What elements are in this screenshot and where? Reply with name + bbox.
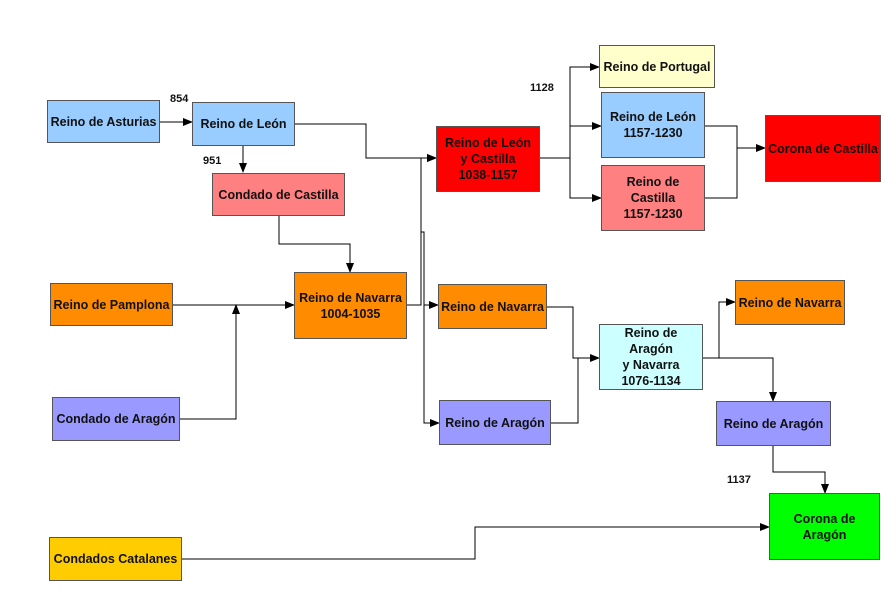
year-label-951: 951: [203, 155, 222, 167]
connector-aragon-navarra-aragon-right: [719, 357, 777, 402]
node-reino-leon: Reino de León: [192, 102, 295, 146]
connector-leon-castilla-portugal: [540, 63, 600, 159]
connector-leon-1157-corona-castilla: [705, 125, 766, 152]
connector-condado-aragon-navarra: [180, 304, 240, 420]
node-reino-leon-1157: Reino de León 1157-1230: [601, 92, 705, 158]
node-condado-castilla: Condado de Castilla: [212, 173, 345, 216]
node-reino-navarra-1004: Reino de Navarra 1004-1035: [294, 272, 407, 339]
connector-leon-leon-castilla: [295, 123, 437, 162]
connector-aragon-right-corona-aragon: [772, 446, 829, 494]
node-reino-navarra-right: Reino de Navarra: [735, 280, 845, 325]
connector-leon-castilla-castilla-1157: [569, 158, 602, 202]
connector-castilla-1157-corona-castilla: [705, 148, 738, 199]
connector-aragon-navarra-navarra-right: [703, 298, 736, 359]
node-condados-catalanes: Condados Catalanes: [49, 537, 182, 581]
connector-navarra-navarra-mid: [421, 231, 439, 309]
node-condado-aragon: Condado de Aragón: [52, 397, 180, 441]
year-label-854: 854: [170, 93, 189, 105]
connector-navarra-mid-aragon-navarra: [547, 306, 600, 362]
node-reino-castilla-1157: Reino de Castilla 1157-1230: [601, 165, 705, 231]
connector-catalanes-corona-aragon: [182, 523, 770, 560]
node-reino-aragon-right: Reino de Aragón: [716, 401, 831, 446]
node-reino-aragon-mid: Reino de Aragón: [439, 400, 551, 445]
node-reino-pamplona: Reino de Pamplona: [50, 283, 173, 326]
node-reino-asturias: Reino de Asturias: [47, 100, 160, 143]
node-corona-castilla: Corona de Castilla: [765, 115, 881, 182]
node-reino-navarra-mid: Reino de Navarra: [438, 284, 547, 329]
node-reino-portugal: Reino de Portugal: [599, 45, 715, 88]
node-reino-aragon-navarra: Reino de Aragón y Navarra 1076-1134: [599, 324, 703, 390]
year-label-1137: 1137: [727, 474, 751, 486]
node-reino-leon-castilla: Reino de León y Castilla 1038-1157: [436, 126, 540, 192]
node-corona-aragon: Corona de Aragón: [769, 493, 880, 560]
year-label-1128: 1128: [530, 82, 554, 94]
connector-condado-castilla-navarra: [278, 216, 354, 273]
connector-aragon-mid-aragon-navarra: [551, 358, 579, 424]
connector-navarra-aragon-mid: [423, 305, 440, 427]
